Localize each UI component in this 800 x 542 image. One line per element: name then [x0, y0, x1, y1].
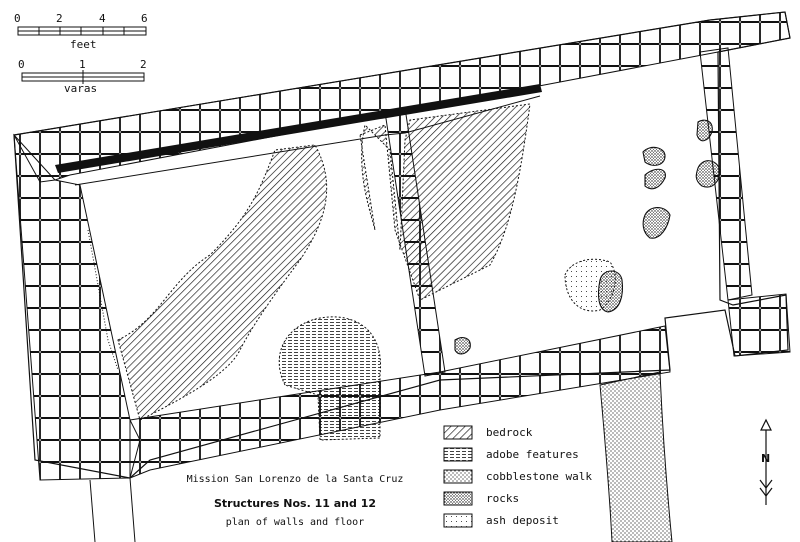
legend-adobe-label: adobe features — [486, 448, 579, 461]
varas-tick-1: 1 — [79, 58, 86, 71]
cobblestone-walk — [599, 371, 673, 542]
bedrock-area-west — [117, 144, 328, 421]
feet-tick-0: 0 — [14, 12, 21, 25]
legend-bedrock-label: bedrock — [486, 426, 533, 439]
bedrock-area-east — [359, 103, 531, 301]
varas-unit-label: varas — [64, 82, 98, 95]
north-arrow-icon — [759, 418, 773, 505]
adobe-feature — [278, 316, 382, 441]
legend-cobblestone-label: cobblestone walk — [486, 470, 592, 483]
feet-tick-4: 4 — [99, 12, 106, 25]
feet-tick-6: 6 — [141, 12, 148, 25]
title-structures: Structures Nos. 11 and 12 — [213, 497, 377, 510]
varas-scale-bar — [21, 70, 145, 84]
north-label: N — [761, 452, 771, 465]
rocks — [454, 119, 721, 355]
title-subtitle: plan of walls and floor — [225, 517, 365, 528]
varas-tick-2: 2 — [140, 58, 147, 71]
legend-ash-label: ash deposit — [486, 514, 559, 527]
legend-swatches — [443, 425, 473, 528]
feet-tick-2: 2 — [56, 12, 63, 25]
feet-unit-label: feet — [70, 38, 97, 51]
structure-walls — [13, 11, 791, 542]
varas-tick-0: 0 — [18, 58, 25, 71]
legend-rocks-label: rocks — [486, 492, 520, 505]
feet-scale-bar — [17, 26, 147, 36]
title-mission: Mission San Lorenzo de la Santa Cruz — [186, 474, 404, 485]
